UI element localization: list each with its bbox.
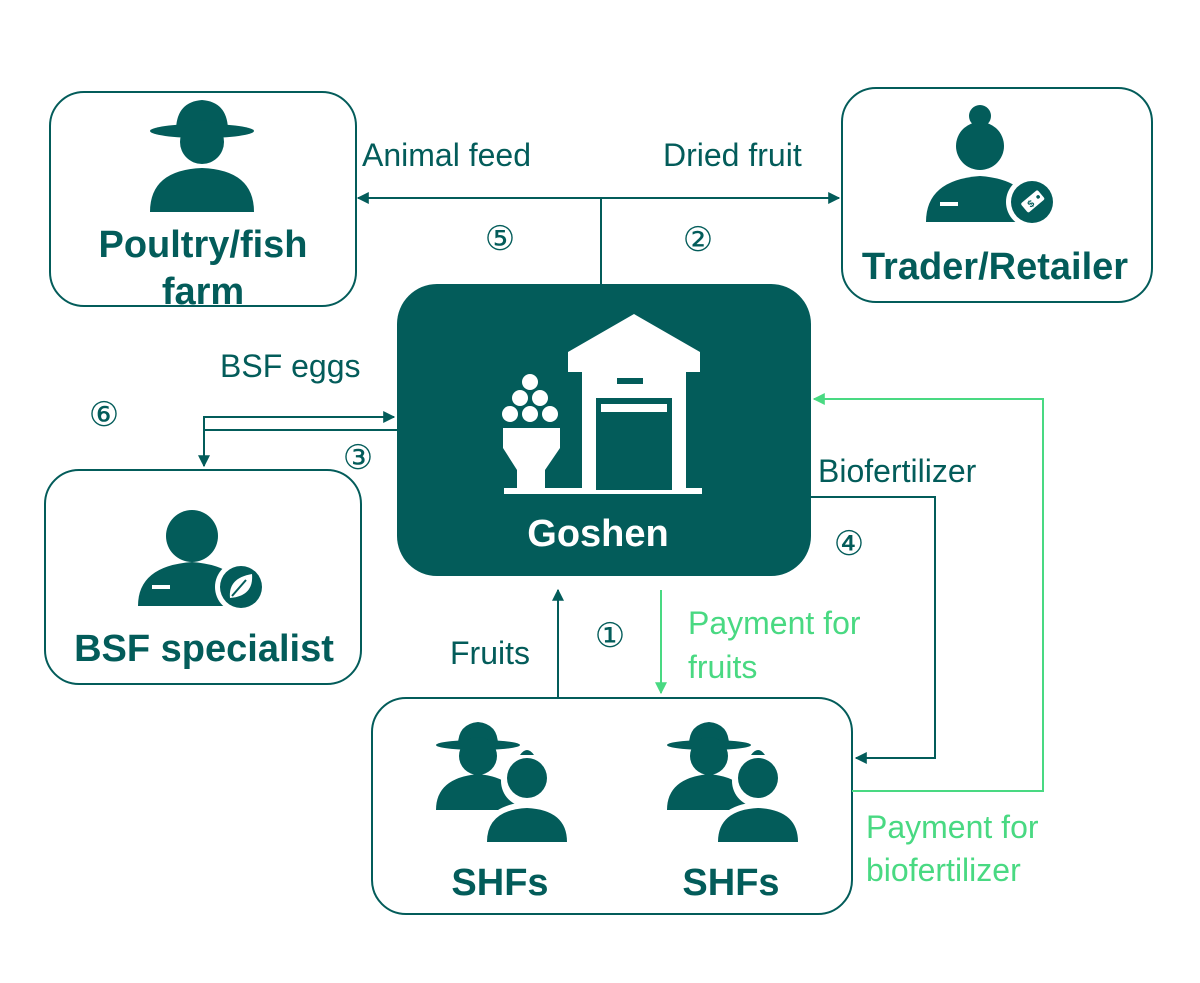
bsf-eggs-to-specialist-arrow xyxy=(198,429,397,468)
dried-fruit-label: Dried fruit xyxy=(663,137,802,173)
bsf-title: BSF specialist xyxy=(74,628,334,670)
svg-text:$: $ xyxy=(1026,198,1038,210)
payment-biofertilizer-label-line1: Payment for xyxy=(866,809,1039,845)
shfs-title-2: SHFs xyxy=(682,862,779,904)
step-number-1: ① xyxy=(595,616,625,656)
step-number-2: ② xyxy=(683,220,713,260)
payment-biofertilizer-label-line2: biofertilizer xyxy=(866,852,1021,888)
animal-feed-label: Animal feed xyxy=(362,137,531,173)
retailer-price-tag-icon: $ xyxy=(926,105,1058,228)
bsf-eggs-label: BSF eggs xyxy=(220,348,361,384)
step-number-6: ⑥ xyxy=(89,395,119,435)
farmer-hat-icon xyxy=(150,100,254,212)
farmer-with-fruit-icon xyxy=(436,722,572,842)
trader-title: Trader/Retailer xyxy=(862,246,1128,288)
step-number-4: ④ xyxy=(834,524,864,564)
biofertilizer-arrow xyxy=(811,496,936,764)
payment-fruits-label-line2: fruits xyxy=(688,649,757,685)
shfs-title-1: SHFs xyxy=(451,862,548,904)
fruits-label: Fruits xyxy=(450,635,530,671)
farmer-with-fruit-icon xyxy=(667,722,803,842)
payment-biofertilizer-arrow xyxy=(812,393,1044,792)
bsf-eggs-to-goshen-arrow xyxy=(203,411,396,440)
poultry-title-line1: Poultry/fish xyxy=(98,224,307,266)
animal-feed-arrow xyxy=(356,192,602,284)
step-number-3: ③ xyxy=(343,438,373,478)
poultry-title-line2: farm xyxy=(162,271,244,313)
step-number-5: ⑤ xyxy=(485,219,515,259)
specialist-leaf-icon xyxy=(138,510,267,613)
biofertilizer-label: Biofertilizer xyxy=(818,453,977,489)
payment-fruits-label-line1: Payment for xyxy=(688,605,861,641)
warehouse-icon xyxy=(502,314,702,494)
goshen-title: Goshen xyxy=(527,513,668,555)
